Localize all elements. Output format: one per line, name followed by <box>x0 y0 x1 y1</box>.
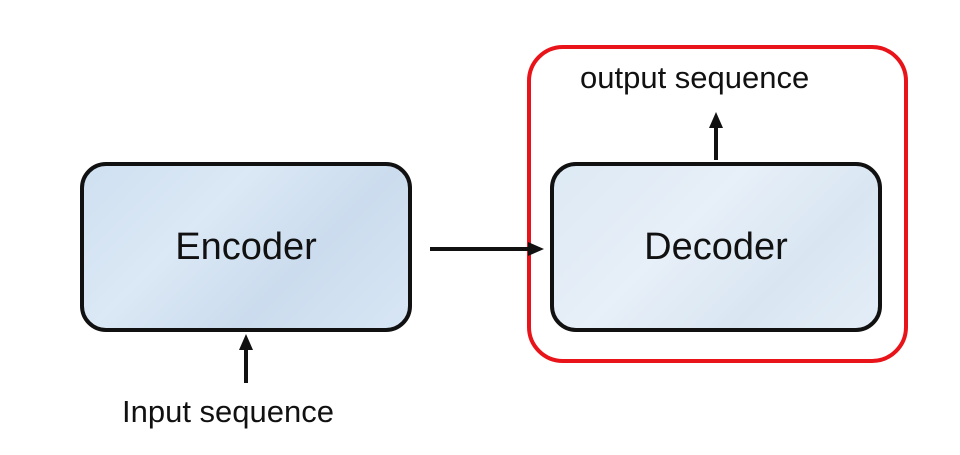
encoder-label: Encoder <box>175 225 317 268</box>
encoder-box: Encoder <box>80 162 412 332</box>
decoder-box: Decoder <box>550 162 882 332</box>
encoder-to-decoder-arrow <box>430 242 544 256</box>
output-sequence-label: output sequence <box>580 60 810 95</box>
decoder-highlight-frame <box>527 45 908 363</box>
decoder-label: Decoder <box>644 225 788 268</box>
input-sequence-label: Input sequence <box>122 394 335 429</box>
output-arrow <box>709 112 723 160</box>
input-arrow <box>239 334 253 383</box>
